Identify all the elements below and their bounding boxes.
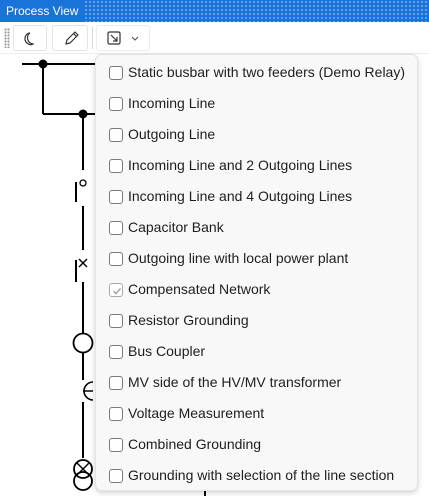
menu-item-checkbox[interactable] <box>109 97 123 111</box>
menu-item-label: Outgoing Line <box>128 126 216 142</box>
menu-item-checkbox[interactable] <box>109 190 123 204</box>
menu-item-label: Resistor Grounding <box>128 312 249 328</box>
menu-item-label: Incoming Line and 4 Outgoing Lines <box>128 188 353 204</box>
menu-item[interactable]: Bus Coupler <box>102 336 412 367</box>
moon-tool-button[interactable] <box>13 25 47 51</box>
moon-icon <box>24 32 35 46</box>
disconnector-contact-icon <box>79 179 87 187</box>
busbar-node-upper <box>38 59 48 69</box>
template-dropdown-menu: Static busbar with two feeders (Demo Rel… <box>95 54 418 491</box>
template-icon <box>107 31 121 45</box>
menu-item-checkbox[interactable] <box>109 407 123 421</box>
menu-item[interactable]: Outgoing Line <box>102 119 412 150</box>
current-transformer-icon <box>72 332 94 354</box>
toolbar-grip-handle[interactable] <box>4 28 10 48</box>
menu-item-checkbox[interactable] <box>109 128 123 142</box>
pencil-tool-button[interactable] <box>52 25 88 51</box>
menu-item-label: Outgoing line with local power plant <box>128 250 349 266</box>
menu-item-label: MV side of the HV/MV transformer <box>128 374 342 390</box>
menu-item-checkbox[interactable] <box>109 159 123 173</box>
menu-item-label: Incoming Line and 2 Outgoing Lines <box>128 157 353 173</box>
menu-item-checkbox[interactable] <box>109 66 123 80</box>
menu-item[interactable]: Incoming Line and 2 Outgoing Lines <box>102 150 412 181</box>
menu-item-checkbox[interactable] <box>109 221 123 235</box>
menu-item-label: Voltage Measurement <box>128 405 265 421</box>
toolbar-separator <box>92 27 93 49</box>
menu-item-label: Combined Grounding <box>128 436 262 452</box>
menu-item-label: Compensated Network <box>128 281 271 297</box>
menu-item-checkbox[interactable] <box>109 314 123 328</box>
menu-item[interactable]: Voltage Measurement <box>102 398 412 429</box>
menu-item-checkbox[interactable] <box>109 283 123 297</box>
breaker-cross-icon <box>78 258 88 268</box>
menu-item[interactable]: Outgoing line with local power plant <box>102 243 412 274</box>
check-icon <box>113 287 121 295</box>
transformer-winding-upper-icon <box>73 459 93 479</box>
menu-item[interactable]: MV side of the HV/MV transformer <box>102 367 412 398</box>
menu-item-label: Static busbar with two feeders (Demo Rel… <box>128 64 405 80</box>
menu-item[interactable]: Compensated Network <box>102 274 412 305</box>
menu-item-checkbox[interactable] <box>109 376 123 390</box>
pencil-icon <box>65 31 79 45</box>
menu-item-label: Capacitor Bank <box>128 219 224 235</box>
toolbar <box>0 22 429 54</box>
cable-termination-icon <box>83 381 94 401</box>
chevron-down-icon <box>131 36 139 41</box>
menu-item-checkbox[interactable] <box>109 469 123 483</box>
menu-item-checkbox[interactable] <box>109 438 123 452</box>
menu-item-label: Grounding with selection of the line sec… <box>128 467 395 483</box>
menu-item[interactable]: Incoming Line <box>102 88 412 119</box>
winding-cross-icon <box>76 462 90 476</box>
menu-item[interactable]: Static busbar with two feeders (Demo Rel… <box>102 57 412 88</box>
menu-item[interactable]: Capacitor Bank <box>102 212 412 243</box>
window-titlebar: Process View <box>0 0 429 22</box>
menu-item-label: Bus Coupler <box>128 343 206 359</box>
template-dropdown-button[interactable] <box>96 25 150 51</box>
menu-item-checkbox[interactable] <box>109 345 123 359</box>
window-title: Process View <box>0 0 85 22</box>
busbar <box>22 63 98 115</box>
menu-item-checkbox[interactable] <box>109 252 123 266</box>
menu-item-label: Incoming Line <box>128 95 216 111</box>
menu-item[interactable]: Grounding with selection of the line sec… <box>102 460 412 491</box>
menu-item[interactable]: Incoming Line and 4 Outgoing Lines <box>102 181 412 212</box>
menu-item[interactable]: Combined Grounding <box>102 429 412 460</box>
feeder-line <box>75 114 84 458</box>
menu-item[interactable]: Resistor Grounding <box>102 305 412 336</box>
transformer-winding-lower-icon <box>73 471 93 491</box>
single-line-diagram <box>22 59 206 496</box>
